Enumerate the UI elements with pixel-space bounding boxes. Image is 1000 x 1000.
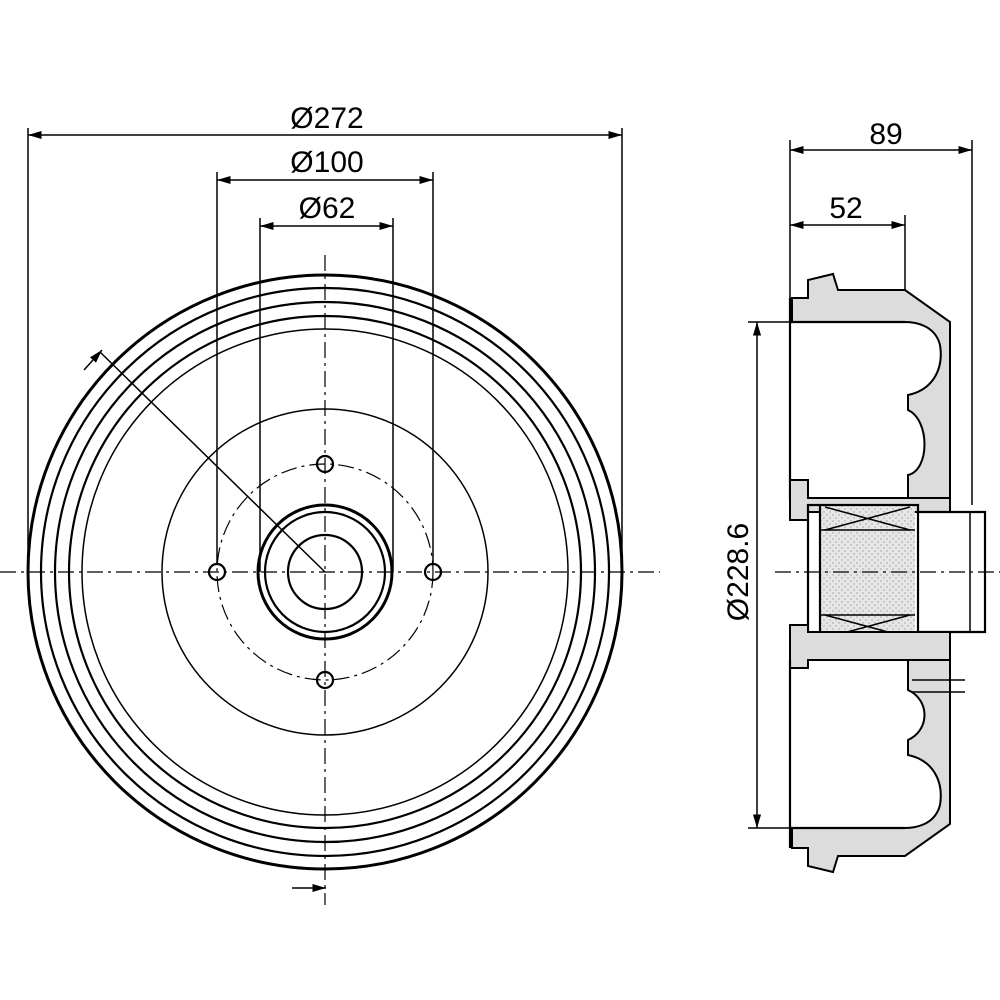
bolt-pitch-circle [216, 463, 434, 681]
section-radial-line [99, 351, 326, 573]
drum-rim-ring-4 [67, 314, 583, 830]
side-section-view: 89 52 Ø228.6 [722, 118, 1000, 874]
front-view: Ø272 Ø100 Ø62 [0, 102, 660, 905]
bolt-hole-top [315, 454, 335, 474]
hub-bore [286, 533, 364, 611]
hub-outer [256, 503, 394, 641]
dim-label-center-bore: Ø62 [299, 192, 356, 225]
section-top-wall [791, 272, 951, 506]
section-bottom-wall [791, 659, 951, 874]
dim-label-outer-diameter: Ø272 [290, 102, 363, 135]
hub-step [263, 510, 387, 634]
dim-label-braking-diameter: Ø228.6 [722, 523, 755, 621]
drum-rim-ring-3 [53, 300, 597, 844]
bearing-roller-top-b [824, 506, 911, 531]
section-arrow-mark-top [83, 349, 103, 371]
drum-face-ring [81, 328, 569, 816]
hub-flange-circle [161, 408, 489, 736]
bolt-hole-bottom [315, 670, 335, 690]
dim-label-total-height: 89 [869, 118, 902, 151]
drum-rim-ring-2 [39, 286, 611, 858]
dim-label-bolt-circle: Ø100 [290, 146, 363, 179]
dim-label-drum-depth: 52 [829, 192, 862, 225]
